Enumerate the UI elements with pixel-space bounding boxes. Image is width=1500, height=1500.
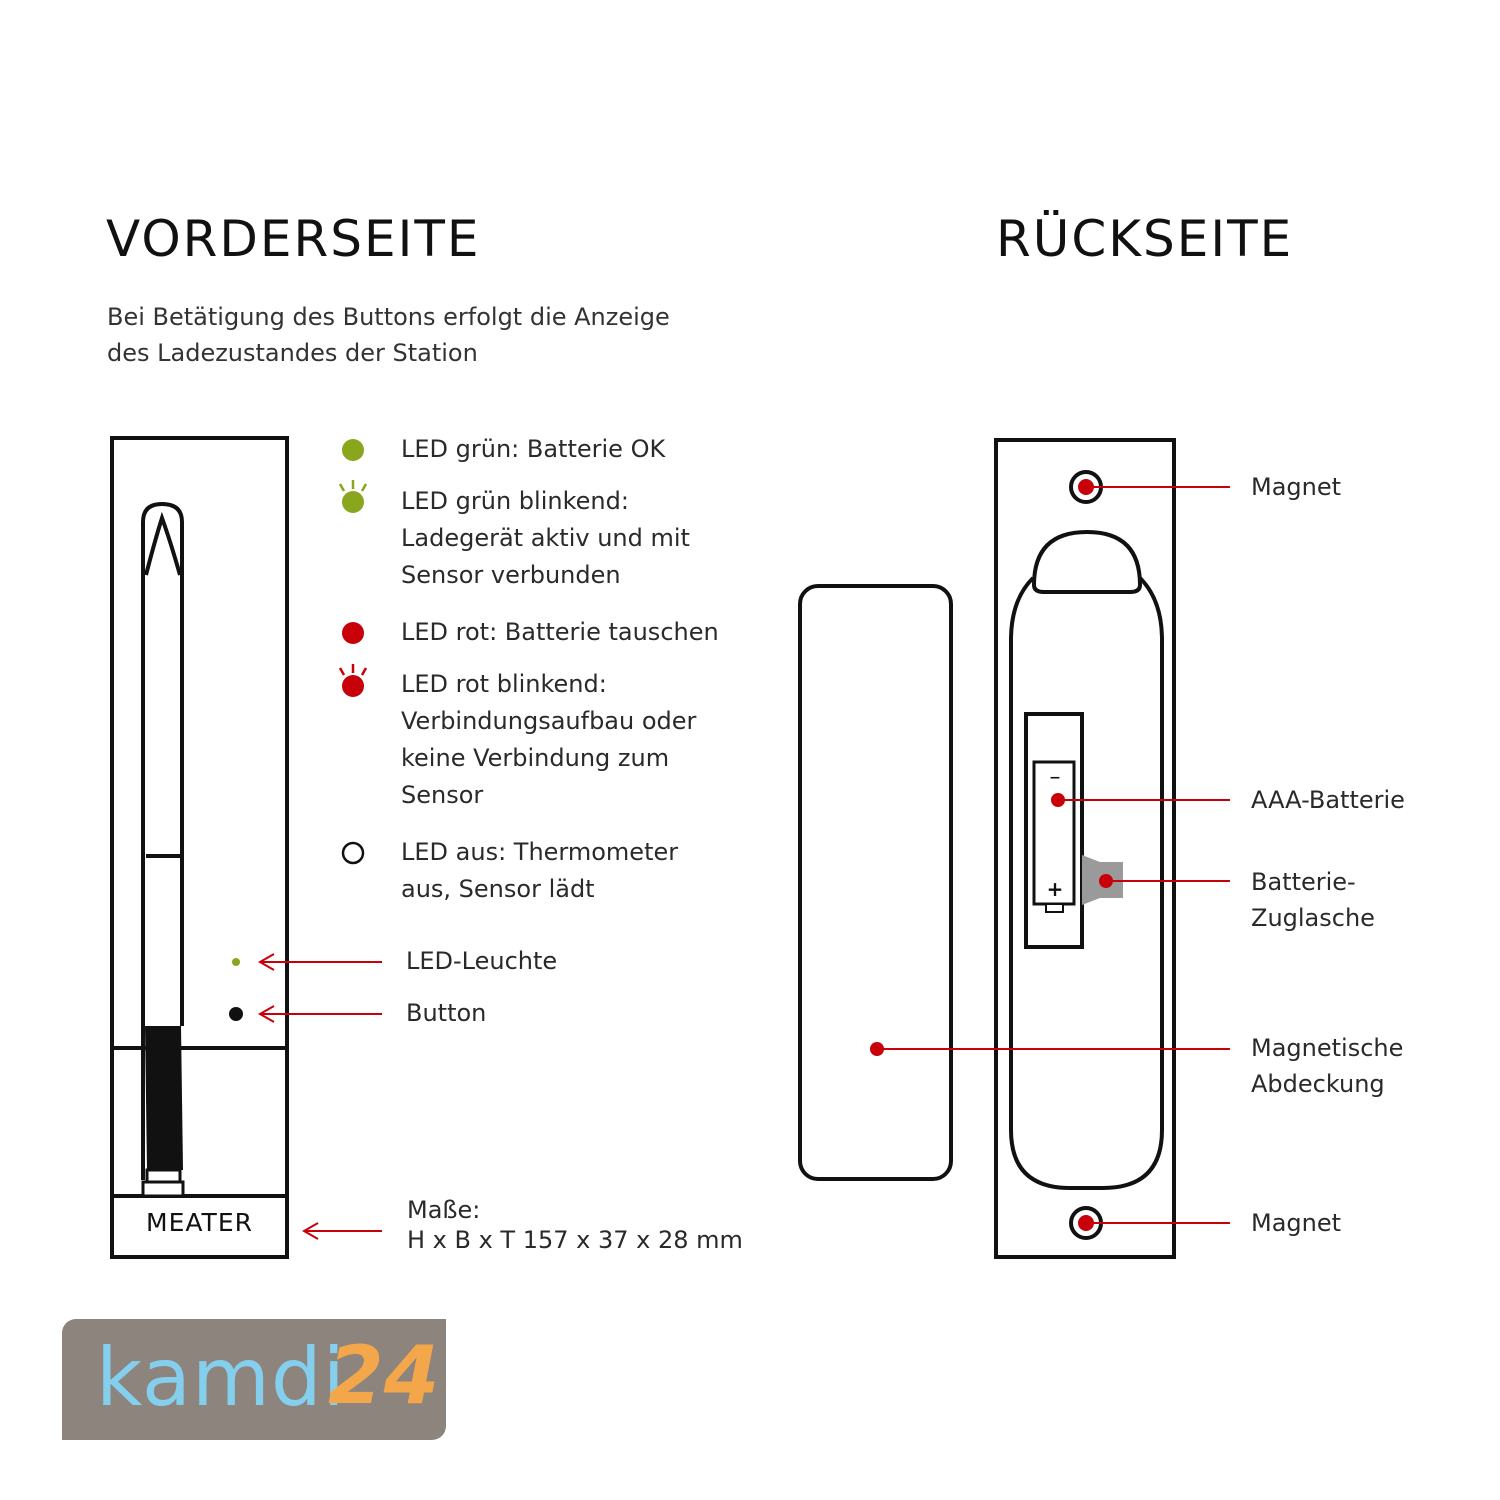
device-brand-label: MEATER [146,1208,253,1237]
logo-number: 24 [328,1329,440,1422]
callout-button: Button [406,999,487,1027]
callout-pull-tab: Batterie- Zuglasche [1251,868,1375,932]
front-device [110,436,289,1259]
intro-line-1: Bei Betätigung des Buttons erfolgt die A… [107,303,670,331]
callout-magnet-bottom: Magnet [1251,1209,1342,1237]
svg-text:+: + [1047,877,1064,901]
legend-item-green-blink: LED grün blinkend: Ladegerät aktiv und m… [401,487,690,589]
callout-magnet-top: Magnet [1251,473,1342,501]
intro-line-2: des Ladezustandes der Station [107,339,478,367]
front-intro: Bei Betätigung des Buttons erfolgt die A… [107,299,670,371]
legend-item-green: LED grün: Batterie OK [401,435,666,463]
front-title: VORDERSEITE [106,210,481,268]
callout-dimensions: Maße: H x B x T 157 x 37 x 28 mm [407,1196,743,1254]
button-dot [229,1007,243,1021]
legend-item-off: LED aus: Thermometer aus, Sensor lädt [401,838,679,903]
led-indicator [232,958,240,966]
logo-word: kamdi [96,1331,346,1424]
legend-item-red-blink: LED rot blinkend: Verbindungsaufbau oder… [401,670,697,809]
legend-item-red: LED rot: Batterie tauschen [401,618,719,646]
svg-text:–: – [1050,765,1061,790]
callout-battery: AAA-Batterie [1251,786,1405,814]
kamdi24-logo: kamdi 24 [62,1319,446,1440]
callout-led: LED-Leuchte [406,947,558,975]
back-title: RÜCKSEITE [996,210,1294,268]
callout-magnetic-cover: Magnetische Abdeckung [1251,1034,1404,1098]
